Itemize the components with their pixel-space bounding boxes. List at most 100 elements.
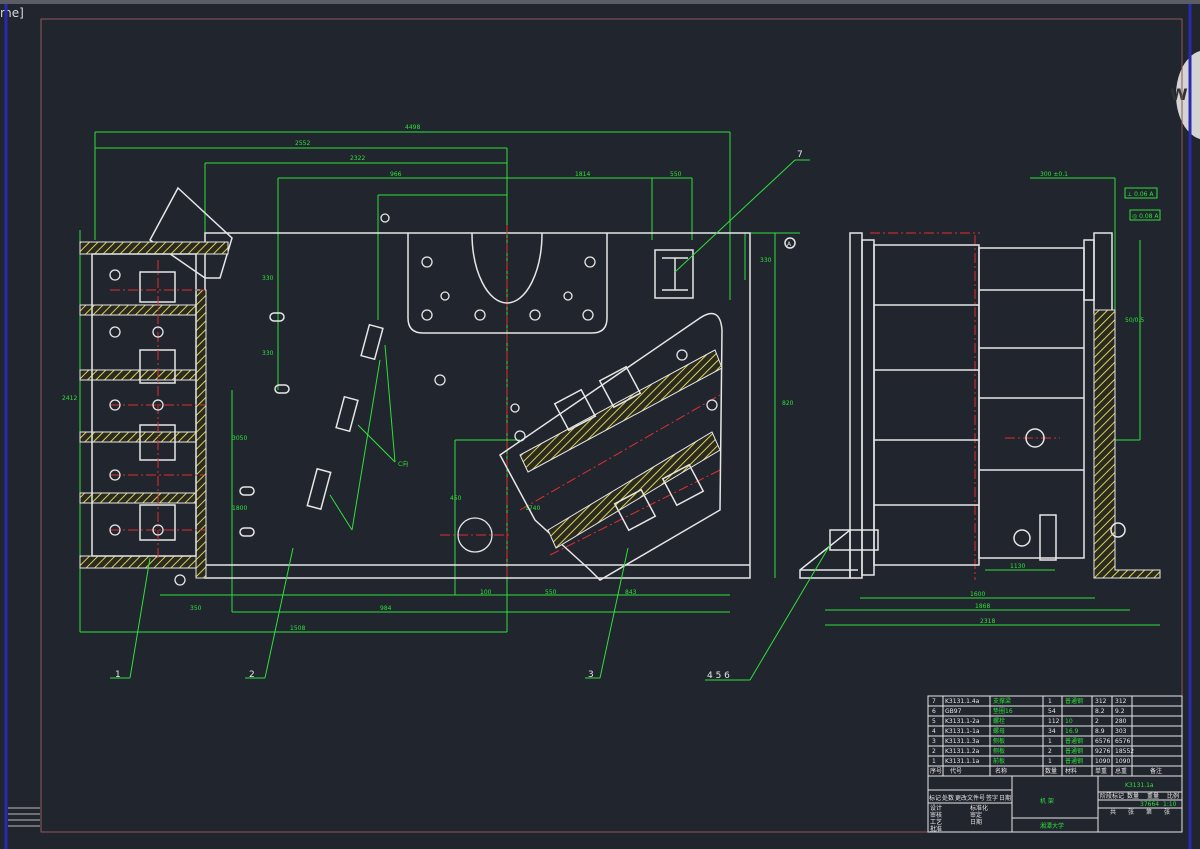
title-block-header: 重量 [1147, 792, 1159, 800]
title-block-label: 处数 [942, 794, 954, 802]
title-block-header: 比例 [1167, 792, 1179, 800]
bom-header: 序号 [930, 767, 942, 775]
bom-cell-qty: 1 [1048, 758, 1052, 765]
bom-cell-qty: 1 [1048, 698, 1052, 705]
left-frame-ribs [79, 241, 229, 579]
title-block-role: 日期 [970, 818, 982, 826]
dimension-text: 1814 [575, 171, 590, 178]
part-name: 机 架 [1040, 797, 1054, 805]
company-name: 湘潭大学 [1040, 822, 1064, 830]
title-block-sheet: 共 [1110, 808, 1116, 816]
dimension-text: 984 [380, 605, 392, 612]
dimension-text: 350 [190, 605, 202, 612]
bom-cell-material: 16.9 [1065, 728, 1079, 735]
dimension-text: 2412 [62, 395, 77, 402]
dimension-text: 1508 [290, 625, 305, 632]
title-block-header: 数量 [1127, 792, 1139, 800]
dimension-text: 450 [450, 495, 462, 502]
dimension-text: 4498 [405, 124, 420, 131]
bom-cell-unit: 1090 [1095, 758, 1110, 765]
bom-cell-qty: 1 [1048, 738, 1052, 745]
bom-cell-qty: 2 [1048, 748, 1052, 755]
dimension-text: 330 [262, 275, 274, 282]
title-block-role: 标准化 [970, 804, 988, 812]
bom-cell-no: 2 [932, 748, 936, 755]
title-block-sheet: 第 [1146, 808, 1152, 816]
bom-cell-name: 侧板 [993, 737, 1005, 745]
title-block-sheet: 张 [1128, 808, 1134, 816]
dimension-text: 550 [670, 171, 682, 178]
layer-lines-icon [8, 807, 40, 827]
part-label-7: 7 [797, 150, 803, 160]
bom-cell-unit: 6576 [1095, 738, 1110, 745]
sheet-border [40, 18, 1183, 833]
bom-cell-code: K3131.1.4a [945, 698, 980, 705]
bom-cell-material: 普通钢 [1065, 747, 1083, 755]
bom-cell-total: 303 [1115, 728, 1127, 735]
bom-cell-unit: 8.2 [1095, 708, 1105, 715]
dimension-text: 1800 [232, 505, 247, 512]
title-block-role: 审定 [970, 811, 982, 819]
bom-cell-total: 280 [1115, 718, 1127, 725]
bom-cell-code: K3131.1-1a [945, 728, 980, 735]
jaw-blocks [239, 312, 705, 537]
dimension-lines [79, 131, 1160, 633]
view-annotation: C向 [398, 460, 408, 468]
title-block-sheet: 张 [1164, 808, 1170, 816]
dimension-text: 550 [545, 589, 557, 596]
dimension-text: 1868 [975, 603, 990, 610]
bom-cell-name: 前板 [993, 757, 1005, 765]
bom-cell-qty: 34 [1048, 728, 1056, 735]
part-label-456: 4 5 6 [707, 671, 730, 681]
front-view: C向 [79, 186, 1060, 586]
title-block-role: 工艺 [930, 818, 942, 826]
dimension-text: 966 [390, 171, 402, 178]
tolerance-note: 50/0.5 [1125, 317, 1144, 324]
part-label-3: 3 [588, 670, 594, 680]
bom-cell-code: GB97 [945, 708, 962, 715]
bom-cell-no: 4 [932, 728, 936, 735]
bom-cell-name: 侧板 [993, 747, 1005, 755]
window-top-bar [0, 0, 1200, 4]
dimension-text: 820 [782, 400, 794, 407]
bom-cell-material: 普通钢 [1065, 757, 1083, 765]
title-block-role: 批准 [930, 825, 942, 833]
bom-header: 数量 [1045, 767, 1057, 775]
bom-header: 备注 [1150, 767, 1162, 775]
part-label-1: 1 [115, 670, 121, 680]
dimension-texts: 4498 2552 2322 966 1814 550 330 2412 150… [62, 124, 1025, 632]
bom-cell-material: 10 [1065, 718, 1073, 725]
bom-cell-code: K3131.1.3a [945, 738, 980, 745]
title-block-label: 日期 [999, 794, 1011, 802]
bom-cell-code: K3131.1.1a [945, 758, 980, 765]
bom-cell-total: 1090 [1115, 758, 1130, 765]
dimension-text: 2318 [980, 618, 995, 625]
bom-cell-name: 螺母 [993, 727, 1005, 735]
bom-cell-total: 18552 [1115, 748, 1134, 755]
total-weight: 37664 [1140, 801, 1159, 808]
bom-header: 材料 [1065, 767, 1077, 775]
title-block-role: 审核 [930, 811, 942, 819]
bom-cell-unit: 2 [1095, 718, 1099, 725]
tolerance-frame: ⊥ 0.06 A [1127, 191, 1154, 198]
bom-cell-code: K3131.1.2a [945, 748, 980, 755]
bom-cell-qty: 54 [1048, 708, 1056, 715]
bom-cell-unit: 9276 [1095, 748, 1110, 755]
badge-label: W [1170, 85, 1188, 104]
tolerance-frame: ◎ 0.08 A [1132, 213, 1159, 220]
bom-cell-qty: 112 [1048, 718, 1060, 725]
dimension-text: 1600 [970, 591, 985, 598]
bom-cell-no: 3 [932, 738, 936, 745]
title-block-label: 签字 [986, 794, 998, 802]
title-block-label: 更改文件号 [955, 794, 985, 802]
side-view: ⊥ 0.06 A ◎ 0.08 A 300 ±0.1 50/0.5 A [784, 171, 1161, 579]
bom-cell-no: 7 [932, 698, 936, 705]
dimension-text: 3050 [232, 435, 247, 442]
bom-header: 代号 [950, 767, 962, 775]
bom-cell-total: 6576 [1115, 738, 1130, 745]
part-label-2: 2 [249, 670, 255, 680]
bom-header: 名称 [995, 767, 1007, 775]
bom-cell-code: K3131.1-2a [945, 718, 980, 725]
